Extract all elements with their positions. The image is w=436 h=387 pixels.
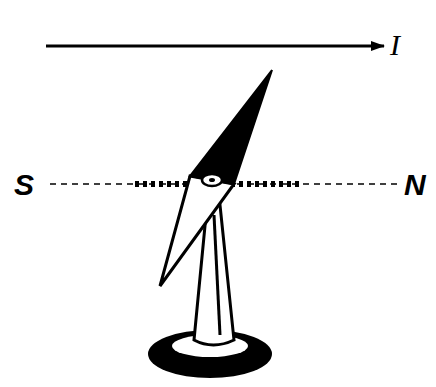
pole-label: S bbox=[14, 170, 34, 200]
current-arrow bbox=[46, 45, 384, 48]
pole-label: N bbox=[404, 170, 426, 200]
needle-south bbox=[160, 176, 234, 286]
stand-post-shade bbox=[214, 215, 220, 335]
needle-north bbox=[190, 70, 272, 184]
current-label: I bbox=[390, 30, 400, 60]
pivot-center bbox=[209, 178, 215, 182]
pivot bbox=[202, 174, 222, 186]
